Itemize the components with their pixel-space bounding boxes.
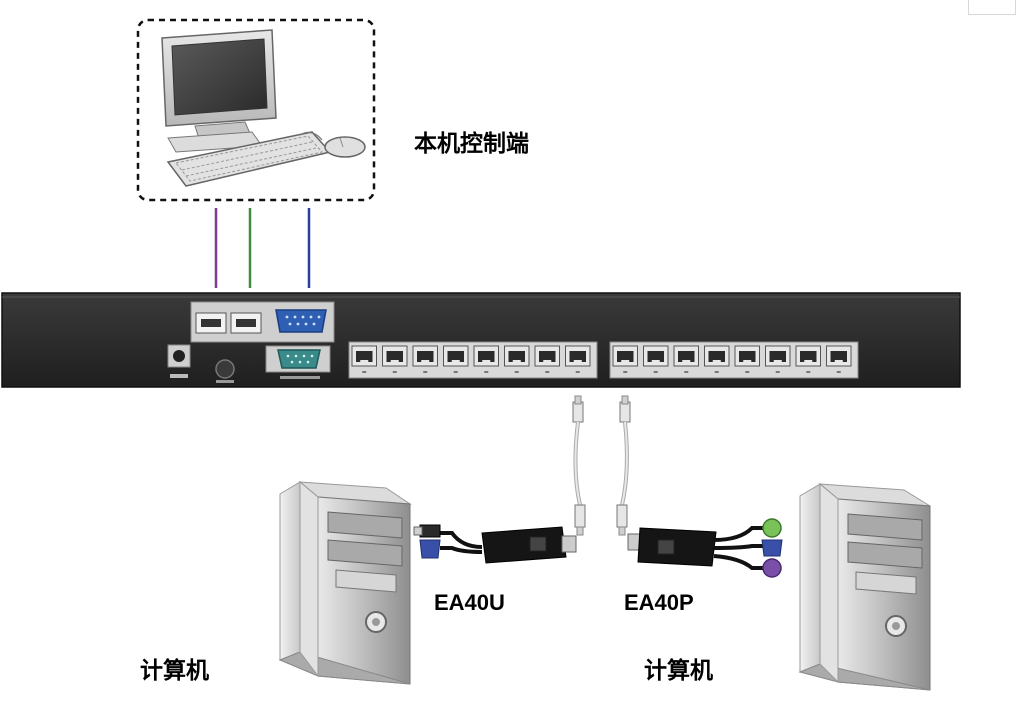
- computer-left-label: 计算机: [140, 658, 209, 684]
- computer-tower-right-icon: [798, 482, 931, 691]
- corner-box: [968, 0, 1016, 15]
- local-console-label: 本机控制端: [414, 131, 529, 157]
- vga-plug-icon: [419, 539, 441, 559]
- kvm-switch: [1, 292, 961, 388]
- ps2-plug-purple-icon: [762, 558, 782, 578]
- ea40u-label: EA40U: [434, 590, 505, 615]
- power-jack: [167, 344, 191, 378]
- ea40p-label: EA40P: [624, 590, 694, 615]
- console-vga-port: [275, 309, 327, 333]
- mouse-icon: [299, 131, 366, 158]
- keyboard-icon: [166, 131, 332, 187]
- usb-plug-icon: [419, 524, 441, 538]
- computer-right-label: 计算机: [644, 658, 713, 684]
- console-cables: [214, 208, 311, 288]
- console-port-panel: [190, 301, 335, 343]
- cat5-cable-right: [616, 395, 631, 536]
- vga-plug-icon: [761, 539, 783, 557]
- ea40p-adapter: [627, 518, 783, 578]
- rj45-port-bank-1: [348, 341, 598, 379]
- ps2-plug-green-icon: [762, 518, 782, 538]
- power-button: [215, 359, 235, 383]
- serial-port: [265, 345, 331, 379]
- local-console-group: [136, 18, 376, 202]
- ea40u-adapter: [413, 524, 577, 564]
- cat5-cable-left: [572, 395, 586, 536]
- rj45-port-bank-2: [609, 341, 859, 379]
- computer-tower-left-icon: [278, 480, 412, 685]
- monitor-icon: [161, 29, 277, 153]
